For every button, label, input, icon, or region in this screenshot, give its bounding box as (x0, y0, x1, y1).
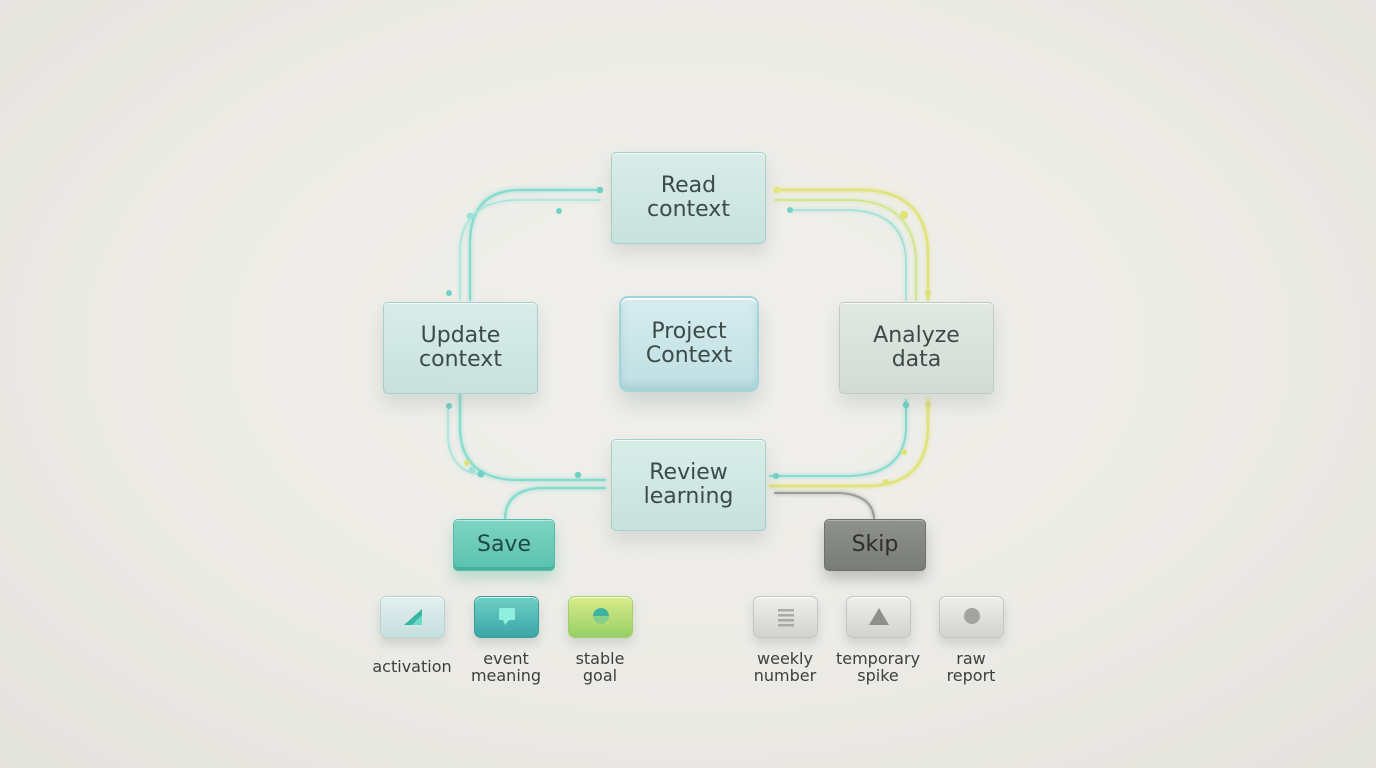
node-analyze-data[interactable]: Analyze data (839, 302, 994, 394)
skip-item-label: weekly number (753, 649, 817, 685)
save-item-event-meaning-chip[interactable] (474, 596, 539, 638)
save-item-label: event meaning (470, 649, 542, 685)
connector-update-review-inner (447, 404, 481, 475)
lines-icon (777, 609, 794, 627)
node-read-context-label: Read context (647, 173, 730, 222)
connector-dots (446, 186, 931, 485)
skip-item-raw-report-chip[interactable] (939, 596, 1004, 638)
node-project-context-label: Project Context (645, 319, 733, 368)
save-item-activation-chip[interactable] (380, 596, 445, 638)
node-review-learning-label: Review learning (643, 460, 734, 509)
connector-review-skip (774, 492, 875, 519)
speech-bubble-icon (498, 608, 515, 625)
node-review-learning[interactable]: Review learning (611, 439, 766, 531)
connector-read-update-inner (459, 199, 601, 301)
triangle-icon (403, 609, 422, 625)
save-item-label: activation (372, 657, 452, 676)
connector-read-analyze-outer (773, 188, 930, 302)
node-read-context[interactable]: Read context (611, 152, 766, 244)
skip-item-label: raw report (946, 649, 996, 685)
connector-analyze-review-yellow (768, 398, 930, 488)
skip-button[interactable]: Skip (824, 519, 926, 571)
circle-icon (963, 608, 980, 624)
save-button-label: Save (476, 532, 531, 557)
connector-review-save (503, 486, 607, 520)
skip-item-temporary-spike-chip[interactable] (846, 596, 911, 638)
connector-analyze-review-teal (769, 399, 907, 477)
triangle-icon (868, 608, 889, 625)
connector-read-analyze-mid (774, 199, 917, 301)
node-update-context-label: Update context (419, 323, 502, 372)
node-analyze-data-label: Analyze data (873, 323, 960, 372)
skip-button-label: Skip (851, 532, 899, 557)
connector-update-review-outer (458, 393, 607, 482)
circle-icon (592, 608, 609, 624)
skip-item-weekly-number-chip[interactable] (753, 596, 818, 638)
save-button[interactable]: Save (453, 519, 555, 571)
connector-read-update-outer (468, 188, 602, 302)
node-project-context[interactable]: Project Context (619, 296, 759, 392)
node-update-context[interactable]: Update context (383, 302, 538, 394)
save-item-label: stable goal (575, 649, 625, 685)
connector-read-analyze-inner (789, 209, 907, 301)
save-item-stable-goal-chip[interactable] (568, 596, 633, 638)
skip-item-label: temporary spike (835, 649, 921, 685)
